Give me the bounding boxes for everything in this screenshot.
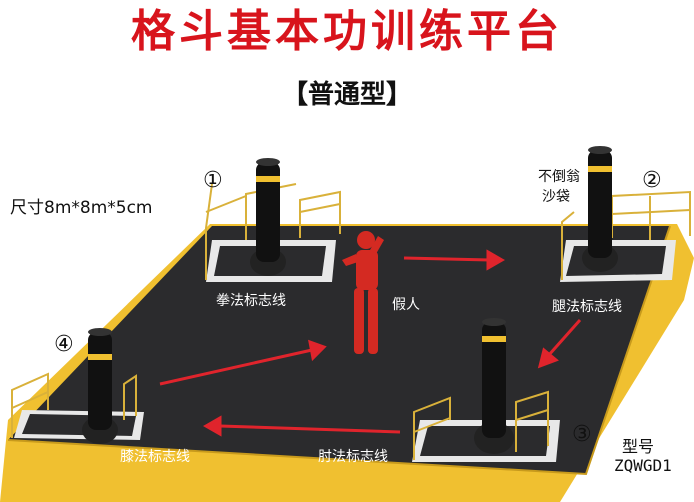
tumbler-sandbag-3 [474, 318, 514, 454]
tumbler-sandbag-2 [582, 146, 618, 272]
tumbler-sandbag-4 [82, 328, 118, 444]
station-2-label: 腿法标志线 [552, 299, 622, 315]
training-dummy [342, 231, 384, 354]
station-1-label: 拳法标志线 [216, 293, 286, 309]
model-type-subtitle: 【普通型】 [281, 80, 412, 110]
station-3-number: ③ [572, 422, 592, 447]
platform-size-label: 尺寸8m*8m*5cm [10, 198, 153, 218]
station-3-label: 肘法标志线 [318, 449, 388, 465]
model-code: ZQWGD1 [614, 456, 672, 475]
station-1-frame [205, 183, 341, 282]
page-title: 格斗基本功训练平台 [131, 6, 563, 57]
bag-annotation-line1: 不倒翁 [538, 169, 580, 185]
tumbler-sandbag-1 [250, 158, 286, 276]
arrow-to-station-4 [202, 415, 401, 437]
station-4-label: 膝法标志线 [120, 449, 190, 465]
station-1-number: ① [203, 168, 223, 193]
model-title: 型号 [622, 437, 655, 456]
dummy-label: 假人 [392, 297, 420, 313]
arrow-to-station-2 [403, 249, 506, 271]
arrow-to-station-3 [537, 319, 582, 369]
bag-annotation-line2: 沙袋 [542, 189, 570, 205]
station-4-number: ④ [54, 332, 74, 357]
station-2-number: ② [642, 168, 662, 193]
arrow-to-dummy [159, 339, 327, 386]
